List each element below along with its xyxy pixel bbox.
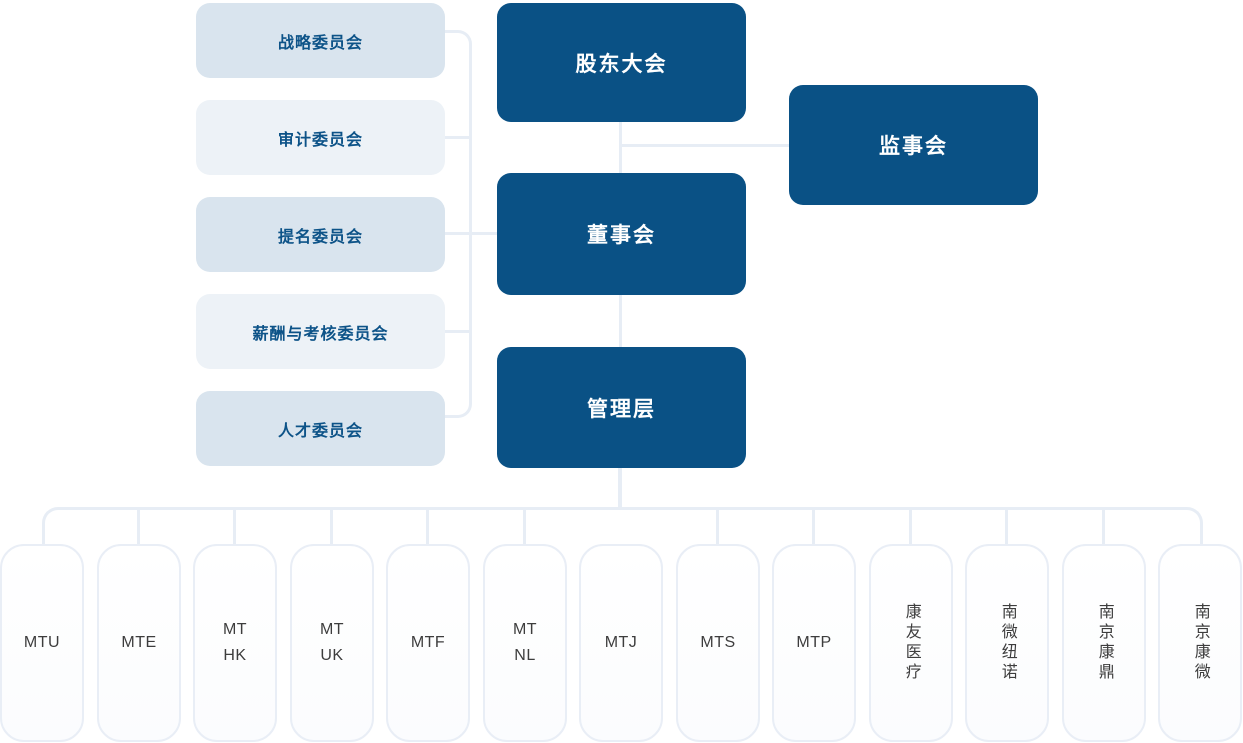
subsidiary-label: MTP [796,634,832,652]
connector-nomination-committee [445,232,471,235]
connector-shareholders-to-board [619,122,622,174]
drop-connector [426,507,429,545]
governance-label: 管理层 [587,397,656,421]
committee-box-remuneration: 薪酬与考核委员会 [196,294,445,369]
subsidiary-box-mtu: MTU [0,544,84,742]
subsidiary-box-kangyou-medical: 康友医疗 [869,544,953,742]
subsidiaries-rail-connector [42,507,1203,548]
connector-management-to-rail [618,468,622,510]
drop-connector [909,507,912,545]
committee-box-nomination: 提名委员会 [196,197,445,272]
drop-connector [716,507,719,545]
governance-label: 董事会 [587,224,656,247]
subsidiary-box-mts: MTS [676,544,760,742]
subsidiary-box-nanjing-kangwei: 南京康微 [1158,544,1242,742]
governance-label: 监事会 [879,135,948,158]
governance-label: 股东大会 [575,52,668,76]
committee-label: 审计委员会 [277,131,363,149]
subsidiary-box-mte: MTE [97,544,181,742]
drop-connector [330,507,333,545]
connector-audit-committee [445,136,471,139]
committee-label: 薪酬与考核委员会 [252,325,389,343]
subsidiary-label: 康友医疗 [902,603,920,683]
drop-connector [812,507,815,545]
subsidiary-label: 南微纽诺 [998,603,1016,683]
connector-to-supervisory-board [619,144,789,147]
subsidiary-box-mtf: MTF [386,544,470,742]
subsidiary-box-mt-uk: MT UK [290,544,374,742]
drop-connector [523,507,526,545]
committee-bracket-connector [445,30,472,418]
governance-box-shareholders-meeting: 股东大会 [497,3,746,122]
subsidiary-label: 南京康微 [1191,603,1209,683]
drop-connector [1005,507,1008,545]
subsidiary-label: MT HK [222,621,248,664]
subsidiary-box-mt-hk: MT HK [193,544,277,742]
subsidiary-label: MTJ [604,634,638,652]
subsidiary-label: MTF [410,634,446,652]
committee-label: 人才委员会 [277,422,363,440]
subsidiary-label: MTE [121,634,157,652]
subsidiary-label: MT UK [319,621,345,664]
connector-board-to-management [619,295,622,348]
subsidiary-box-nanjing-kangding: 南京康鼎 [1062,544,1146,742]
committee-box-talent: 人才委员会 [196,391,445,466]
governance-box-supervisory-board: 监事会 [789,85,1038,205]
subsidiary-label: MTS [700,634,736,652]
subsidiary-box-mt-nl: MT NL [483,544,567,742]
committee-box-audit: 审计委员会 [196,100,445,175]
committee-label: 战略委员会 [277,34,363,52]
connector-remuneration-committee [445,330,471,333]
subsidiary-box-mtj: MTJ [579,544,663,742]
governance-box-board-of-directors: 董事会 [497,173,746,295]
drop-connector [233,507,236,545]
drop-connector [137,507,140,545]
subsidiary-label: 南京康鼎 [1095,603,1113,683]
subsidiary-box-nanwei-niunuo: 南微纽诺 [965,544,1049,742]
subsidiary-box-mtp: MTP [772,544,856,742]
governance-box-management: 管理层 [497,347,746,468]
connector-bracket-to-board [469,232,498,235]
subsidiary-label: MT NL [512,621,538,664]
drop-connector [1102,507,1105,545]
committee-label: 提名委员会 [277,228,363,246]
committee-box-strategy: 战略委员会 [196,3,445,78]
subsidiary-label: MTU [23,634,61,652]
